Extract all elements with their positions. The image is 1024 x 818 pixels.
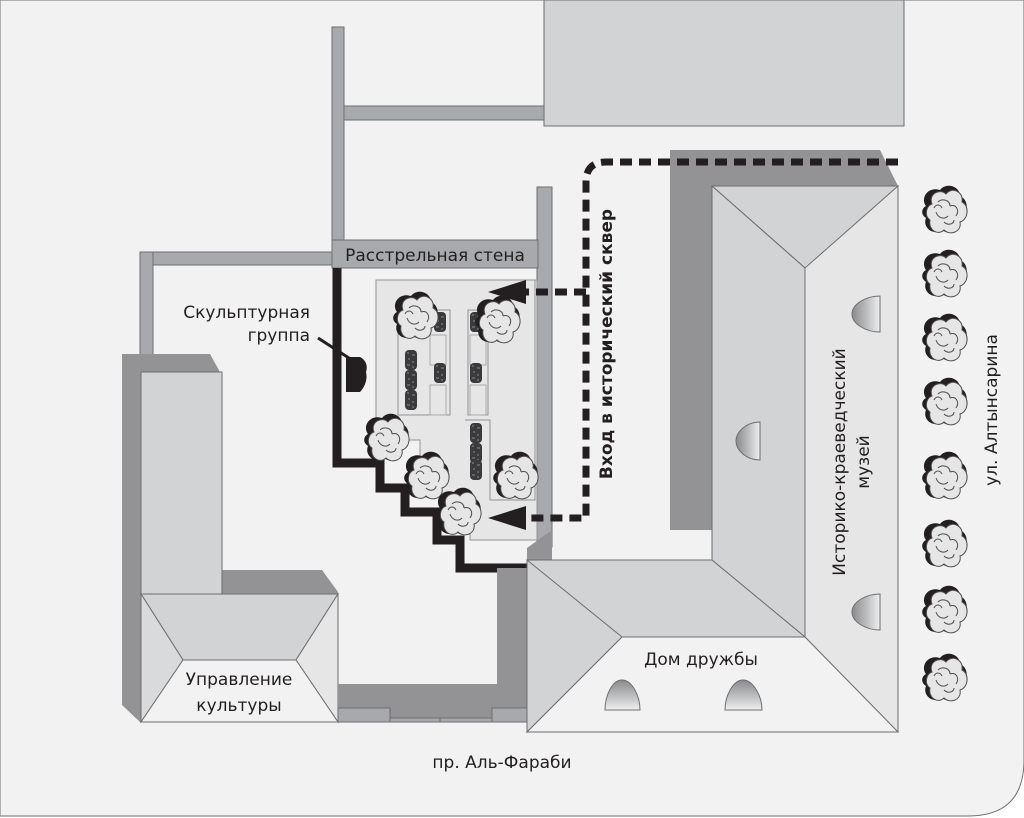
entrance-arrow-bottom: [488, 506, 526, 530]
firing-wall: [331, 239, 539, 269]
museum-label-line1: Историко-краеведческий: [830, 348, 850, 575]
top-building: [543, 0, 905, 127]
sculpture-label-line1: Скульптурная: [183, 303, 310, 323]
memorial-path: [332, 268, 527, 573]
culture-dept-label-line1: Управление: [186, 670, 293, 690]
sculpture-pointer: [317, 336, 353, 362]
entrance-route: [520, 158, 898, 522]
avenue-al-farabi-label: пр. Аль-Фараби: [432, 753, 571, 773]
friendship-house-label: Дом дружбы: [644, 650, 758, 670]
entrance-arrow-top: [488, 280, 526, 304]
domes: [604, 295, 881, 711]
street-altynsarin-label: ул. Алтынсарина: [982, 334, 1002, 486]
sculpture-label-line2: группа: [248, 326, 310, 346]
culture-dept-label-line2: культуры: [196, 696, 281, 716]
benches: [429, 334, 487, 416]
sculpture-group: [346, 357, 367, 392]
museum-building: [710, 184, 900, 733]
firing-wall-label: Расстрельная стена: [345, 246, 525, 266]
museum-label-line2: музей: [854, 435, 874, 488]
culture-department-building: [122, 354, 339, 724]
entrance-label: Вход в исторический сквер: [597, 209, 617, 479]
